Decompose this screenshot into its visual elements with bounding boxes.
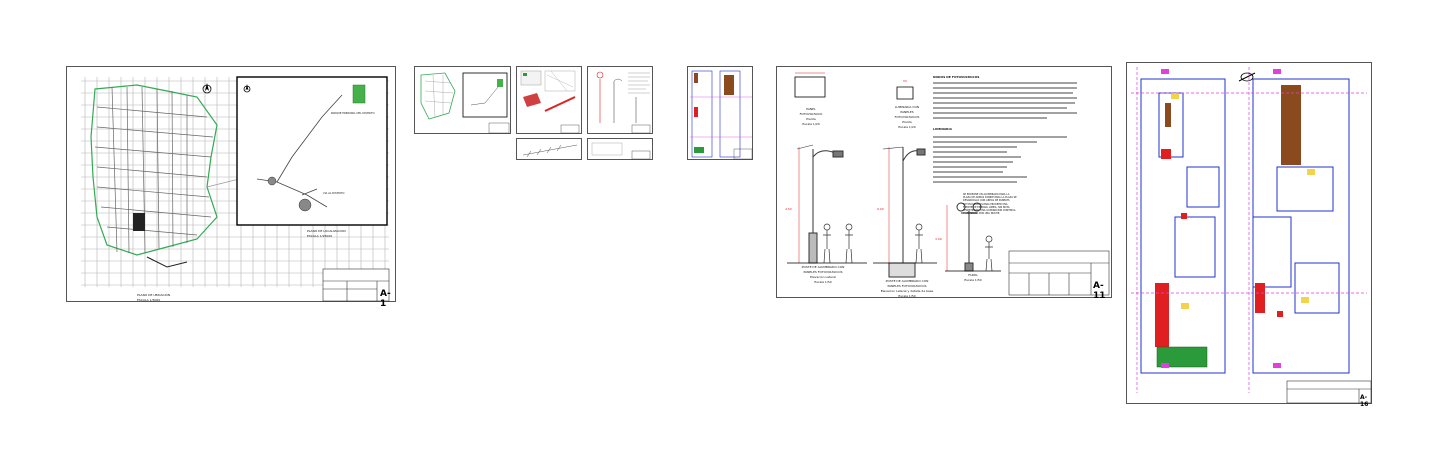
thumbnail-strip <box>414 66 760 162</box>
road-label: VIA AL DISTRITO <box>323 192 345 195</box>
park-label: PARQUE PRINCIPAL DEL DISTRITO <box>331 112 375 115</box>
street-pole-2 <box>882 146 926 278</box>
title-pole-2: POSTE DE ALUMBRADO CON PANELES FOTOVOLTA… <box>880 279 934 298</box>
street-pole-1 <box>796 144 844 264</box>
north-arrow-icon <box>1238 72 1256 82</box>
thumb-5[interactable] <box>516 138 582 160</box>
sheet-a16[interactable]: A-16 <box>1126 62 1372 408</box>
dim-pole-2: 9.00 <box>877 207 884 211</box>
thumb-1[interactable] <box>414 66 511 134</box>
notes-heading: NODOS DE FOTOVOLTAICOS <box>933 75 980 79</box>
farol-note: SE PROPONE UN ALUMBRADO PARA LA PLAZA DE… <box>963 193 1017 216</box>
sheet-number-a1: A-1 <box>380 289 391 309</box>
map-label-location: PLANO DE UBICACION ESCALA 1/5000 <box>137 293 171 302</box>
thumb-2[interactable] <box>516 66 582 134</box>
location-map <box>81 76 390 302</box>
dim-pole-1: 4.50 <box>785 207 792 211</box>
map-label-locality: PLANO DE LOCALIZACION ESCALA 1/25000 <box>307 229 346 238</box>
floor-plans <box>1131 67 1372 404</box>
title-panel: PANEL FOTOVOLTAICO Planta Escala 1/20 <box>799 107 823 126</box>
sheet-number-a16: A-16 <box>1360 394 1369 408</box>
thumb-4[interactable] <box>687 66 753 160</box>
sheet-a11[interactable]: PANEL FOTOVOLTAICO Planta Escala 1/20 LU… <box>776 66 1112 301</box>
north-arrow-icon <box>202 83 212 94</box>
dim-farol: 3.00 <box>935 237 942 241</box>
title-pole-1: POSTE DE ALUMBRADO CON PANELES FOTOVOLTA… <box>801 265 845 284</box>
sheet-number-a11: A-11 <box>1093 281 1106 301</box>
plaza-block <box>133 213 145 231</box>
title-luminaire: LUMINARIA CON PANELES FOTOVOLTAICOS Plan… <box>894 105 920 129</box>
lighting-details <box>787 72 1110 296</box>
title-farol: FAROL Escala 1/50 <box>964 273 982 282</box>
thumb-6[interactable] <box>587 138 653 160</box>
thumb-3[interactable] <box>587 66 653 134</box>
sheet-a1[interactable]: PLANO DE UBICACION ESCALA 1/5000 PLANO D… <box>66 66 396 309</box>
notes-heading-2: LUMINARIA <box>933 127 952 131</box>
